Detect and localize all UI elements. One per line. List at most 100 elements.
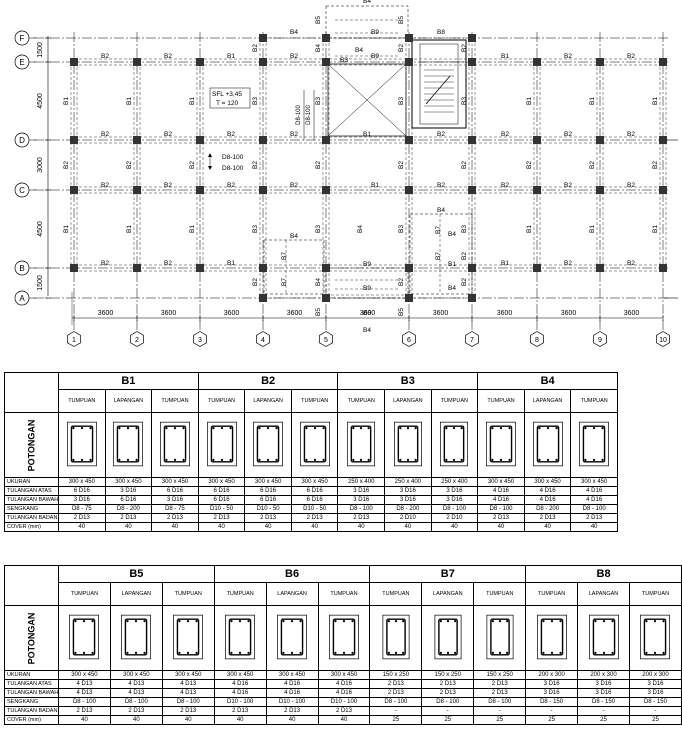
- schedule-value: D10 - 100: [213, 697, 267, 707]
- schedule-value: 40: [58, 522, 106, 532]
- schedule-value: 3 D16: [337, 486, 386, 496]
- section-position: LAPANGAN: [244, 389, 292, 413]
- schedule-value: D8 - 150: [577, 697, 630, 707]
- beam-label: B1: [589, 225, 596, 233]
- beam-label: B7: [281, 278, 288, 286]
- beam-label: B2: [461, 278, 468, 286]
- section-position: LAPANGAN: [384, 389, 432, 413]
- beam-section-drawing: [329, 614, 359, 659]
- beam-name: B8: [525, 565, 682, 583]
- section-cell: [430, 412, 479, 478]
- grid-row-label: F: [20, 34, 25, 43]
- grid-bubble-col: [402, 331, 416, 347]
- beam-section-drawing: [277, 614, 307, 659]
- beam-label: B2: [564, 131, 572, 138]
- beam-label: B2: [564, 260, 572, 267]
- schedule-value: 2 D13: [523, 513, 572, 523]
- grid-col-label: 3: [198, 337, 202, 344]
- grid-bubble-col: [593, 331, 607, 347]
- section-cell: [109, 605, 163, 671]
- schedule-value: 3 D16: [577, 688, 630, 698]
- schedule-value: 40: [290, 522, 339, 532]
- beam-label: B4: [315, 278, 322, 286]
- beam-label: B2: [101, 182, 109, 189]
- schedule-value: 2 D10: [430, 513, 479, 523]
- section-cell: [384, 412, 432, 478]
- col-dimension: 3600: [360, 310, 376, 317]
- beam-label: B6: [363, 310, 371, 317]
- beam-label: B1: [652, 225, 659, 233]
- beam-section-drawing: [434, 614, 462, 659]
- grid-row-label: D: [19, 136, 25, 145]
- schedule-value: 4 D16: [570, 495, 618, 505]
- schedule-value: 40: [109, 715, 163, 725]
- row-label: TULANGAN BAWAH: [4, 495, 59, 505]
- row-label: COVER (mm): [4, 715, 59, 725]
- schedule-value: 2 D13: [473, 688, 527, 698]
- beam-section-drawing: [299, 421, 330, 466]
- section-cell: [290, 412, 339, 478]
- beam-label: B2: [101, 260, 109, 267]
- beam-section-drawing: [66, 421, 97, 466]
- beam-label: B3: [315, 97, 322, 105]
- beam-label: B7: [281, 252, 288, 260]
- grid-bubble-col: [67, 331, 81, 347]
- section-cell: [161, 605, 215, 671]
- col-dimension: 3600: [287, 310, 303, 317]
- schedule-value: 25: [577, 715, 630, 725]
- col-dimension: 3600: [98, 310, 114, 317]
- grid-col-label: 4: [261, 337, 265, 344]
- section-position: TUMPUAN: [58, 389, 106, 413]
- beam-label: B3: [252, 225, 259, 233]
- beam-label: B2: [63, 161, 70, 169]
- column: [468, 264, 476, 272]
- schedule-value: 25: [421, 715, 475, 725]
- beam-label: B5: [398, 16, 405, 24]
- schedule-value: -: [628, 706, 682, 716]
- schedule-value: 40: [213, 715, 267, 725]
- schedule-value: 3 D16: [430, 486, 479, 496]
- schedule-value: 3 D16: [430, 495, 479, 505]
- schedule-value: 40: [477, 522, 525, 532]
- beam-label: B1: [189, 97, 196, 105]
- schedule-value: 4 D13: [109, 679, 163, 689]
- column: [196, 136, 204, 144]
- schedule-value: 4 D16: [523, 495, 572, 505]
- beam-label: B2: [252, 44, 259, 52]
- column: [259, 136, 267, 144]
- schedule-value: 2 D13: [244, 513, 292, 523]
- beam-name: B5: [58, 565, 215, 583]
- schedule-value: D8 - 100: [337, 504, 386, 514]
- schedule-value: D8 - 75: [151, 504, 199, 514]
- beam-label: B2: [501, 182, 509, 189]
- schedule-value: 40: [197, 522, 246, 532]
- beam-label: B3: [252, 97, 259, 105]
- column: [533, 58, 541, 66]
- schedule-value: 40: [244, 522, 292, 532]
- section-position: TUMPUAN: [151, 389, 199, 413]
- section-cell: [265, 605, 319, 671]
- section-cell: [369, 605, 423, 671]
- schedule-value: 2 D13: [421, 688, 475, 698]
- schedule-value: 4 D16: [317, 688, 371, 698]
- beam-label: B2: [564, 53, 572, 60]
- section-position: TUMPUAN: [317, 582, 371, 606]
- section-position: TUMPUAN: [628, 582, 682, 606]
- schedule-value: 2 D13: [369, 679, 423, 689]
- schedule-value: 3 D16: [58, 495, 106, 505]
- potongan-text: POTONGAN: [26, 612, 36, 664]
- schedule-value: D8 - 100: [477, 504, 525, 514]
- beam-label: B3: [340, 57, 348, 64]
- beam-name: B4: [477, 372, 618, 390]
- beam-label: B2: [227, 182, 235, 189]
- rebar-note-vertical: D8-100: [306, 105, 312, 125]
- rebar-note: D8-100: [222, 154, 244, 161]
- beam-label: B1: [227, 260, 235, 267]
- column: [133, 58, 141, 66]
- beam-label: B2: [652, 161, 659, 169]
- column: [322, 136, 330, 144]
- column: [70, 264, 78, 272]
- schedule-value: 2 D13: [109, 706, 163, 716]
- beam-label: B2: [164, 131, 172, 138]
- schedule-value: 300 x 450: [58, 670, 111, 680]
